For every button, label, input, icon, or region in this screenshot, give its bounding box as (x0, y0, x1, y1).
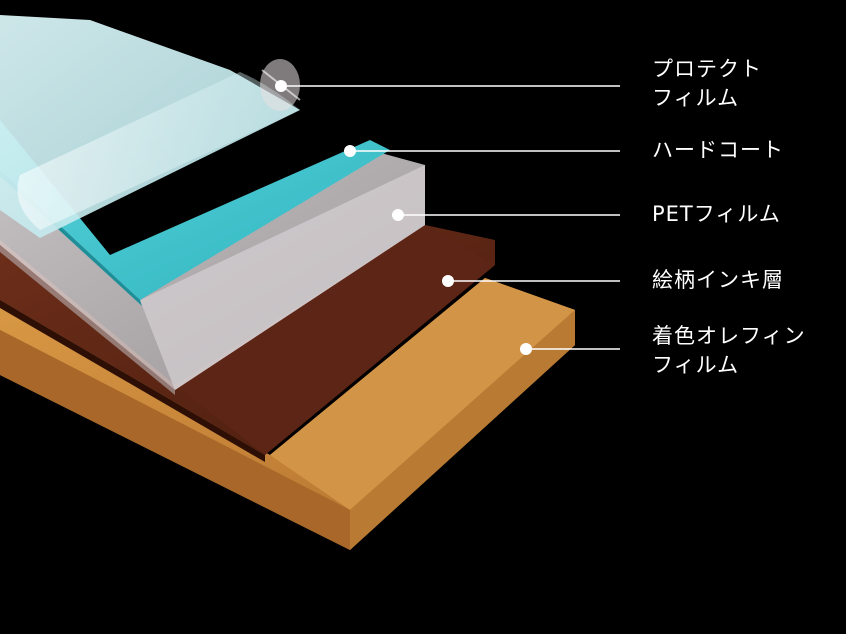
marker-dot-hard-coat (344, 145, 356, 157)
label-pet-film: PETフィルム (652, 200, 781, 229)
label-pet-film-line-1: PETフィルム (652, 202, 781, 226)
olefin-film-layer (0, 278, 575, 550)
leader-lines (275, 80, 620, 355)
label-print-ink-line-1: 絵柄インキ層 (652, 268, 784, 292)
label-olefin-film: 着色オレフィン フィルム (652, 322, 806, 380)
marker-dot-olefin-film (520, 343, 532, 355)
label-print-ink: 絵柄インキ層 (652, 266, 784, 295)
protect-film-layer (0, 15, 301, 238)
label-protect-film-line-2: フィルム (652, 86, 740, 110)
label-olefin-film-line-2: フィルム (652, 353, 740, 377)
label-olefin-film-line-1: 着色オレフィン (652, 324, 806, 348)
label-hard-coat-line-1: ハードコート (652, 138, 784, 162)
marker-dot-protect-film (275, 80, 287, 92)
label-protect-film: プロテクト フィルム (652, 55, 762, 113)
marker-dot-print-ink (442, 275, 454, 287)
marker-dot-pet-film (392, 209, 404, 221)
label-protect-film-line-1: プロテクト (652, 57, 762, 81)
label-hard-coat: ハードコート (652, 136, 784, 165)
pet-film-layer (0, 150, 425, 395)
